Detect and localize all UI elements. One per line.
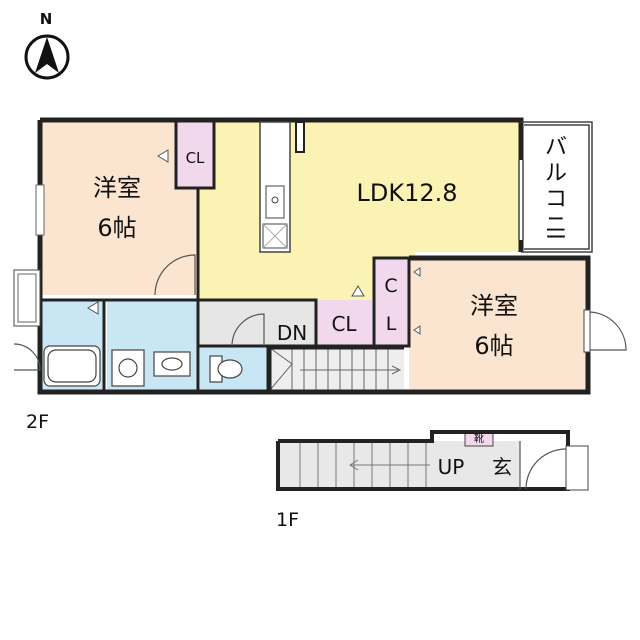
north-arrow-icon — [24, 34, 70, 80]
ldk-label: LDK12.8 — [356, 179, 457, 207]
balcony-outline — [518, 121, 593, 253]
toilet-bowl-icon — [217, 359, 243, 379]
closet-vertical-l: L — [386, 313, 397, 335]
compass: N — [24, 10, 70, 80]
shoe-box-label: 靴 — [474, 432, 484, 445]
balcony-label: バ ル コ ニ ー — [545, 135, 567, 251]
stairs-2f — [270, 348, 404, 390]
stair-down-label: DN — [277, 321, 307, 345]
western-left-name: 洋室 — [93, 174, 141, 202]
balcony-char-4: ニ — [545, 213, 567, 238]
kitchen-counter — [259, 121, 305, 253]
inner-walls-2f — [40, 120, 411, 392]
closet-vertical-c: C — [384, 275, 397, 297]
floor-label-2f: 2F — [26, 411, 49, 433]
floor-label-1f: 1F — [276, 509, 299, 531]
closet-top-left-label: CL — [186, 149, 205, 167]
bath-fixtures — [43, 345, 243, 387]
stair-treads-1f — [299, 441, 430, 489]
bathtub-icon — [43, 345, 101, 387]
closet-top-left — [176, 120, 214, 188]
western-room-right — [409, 258, 588, 391]
entrance-label: 玄 — [492, 455, 512, 479]
windows-2f — [13, 184, 45, 327]
first-floor — [276, 430, 589, 491]
washing-machine-icon — [111, 349, 145, 387]
western-room-left — [40, 120, 198, 295]
closet-markers — [87, 149, 421, 335]
balcony — [520, 122, 592, 252]
sink-icon — [265, 185, 285, 219]
closet-middle-label: CL — [331, 312, 357, 336]
washbasin-icon — [153, 351, 191, 377]
western-right-size: 6帖 — [474, 332, 513, 360]
closet-middle — [316, 300, 372, 346]
western-left-size: 6帖 — [97, 214, 136, 242]
balcony-char-2: ル — [545, 161, 567, 186]
balcony-char-5: ー — [545, 226, 567, 251]
western-right-name: 洋室 — [470, 292, 518, 320]
stair-up-label: UP — [438, 455, 465, 479]
balcony-char-3: コ — [545, 187, 567, 212]
hall — [198, 300, 316, 346]
stair-treads-2f — [269, 347, 402, 391]
closet-vertical — [374, 258, 409, 346]
side-door — [583, 309, 591, 353]
balcony-char-1: バ — [545, 135, 567, 160]
door-swings — [13, 254, 627, 371]
compass-north-label: N — [40, 10, 53, 28]
